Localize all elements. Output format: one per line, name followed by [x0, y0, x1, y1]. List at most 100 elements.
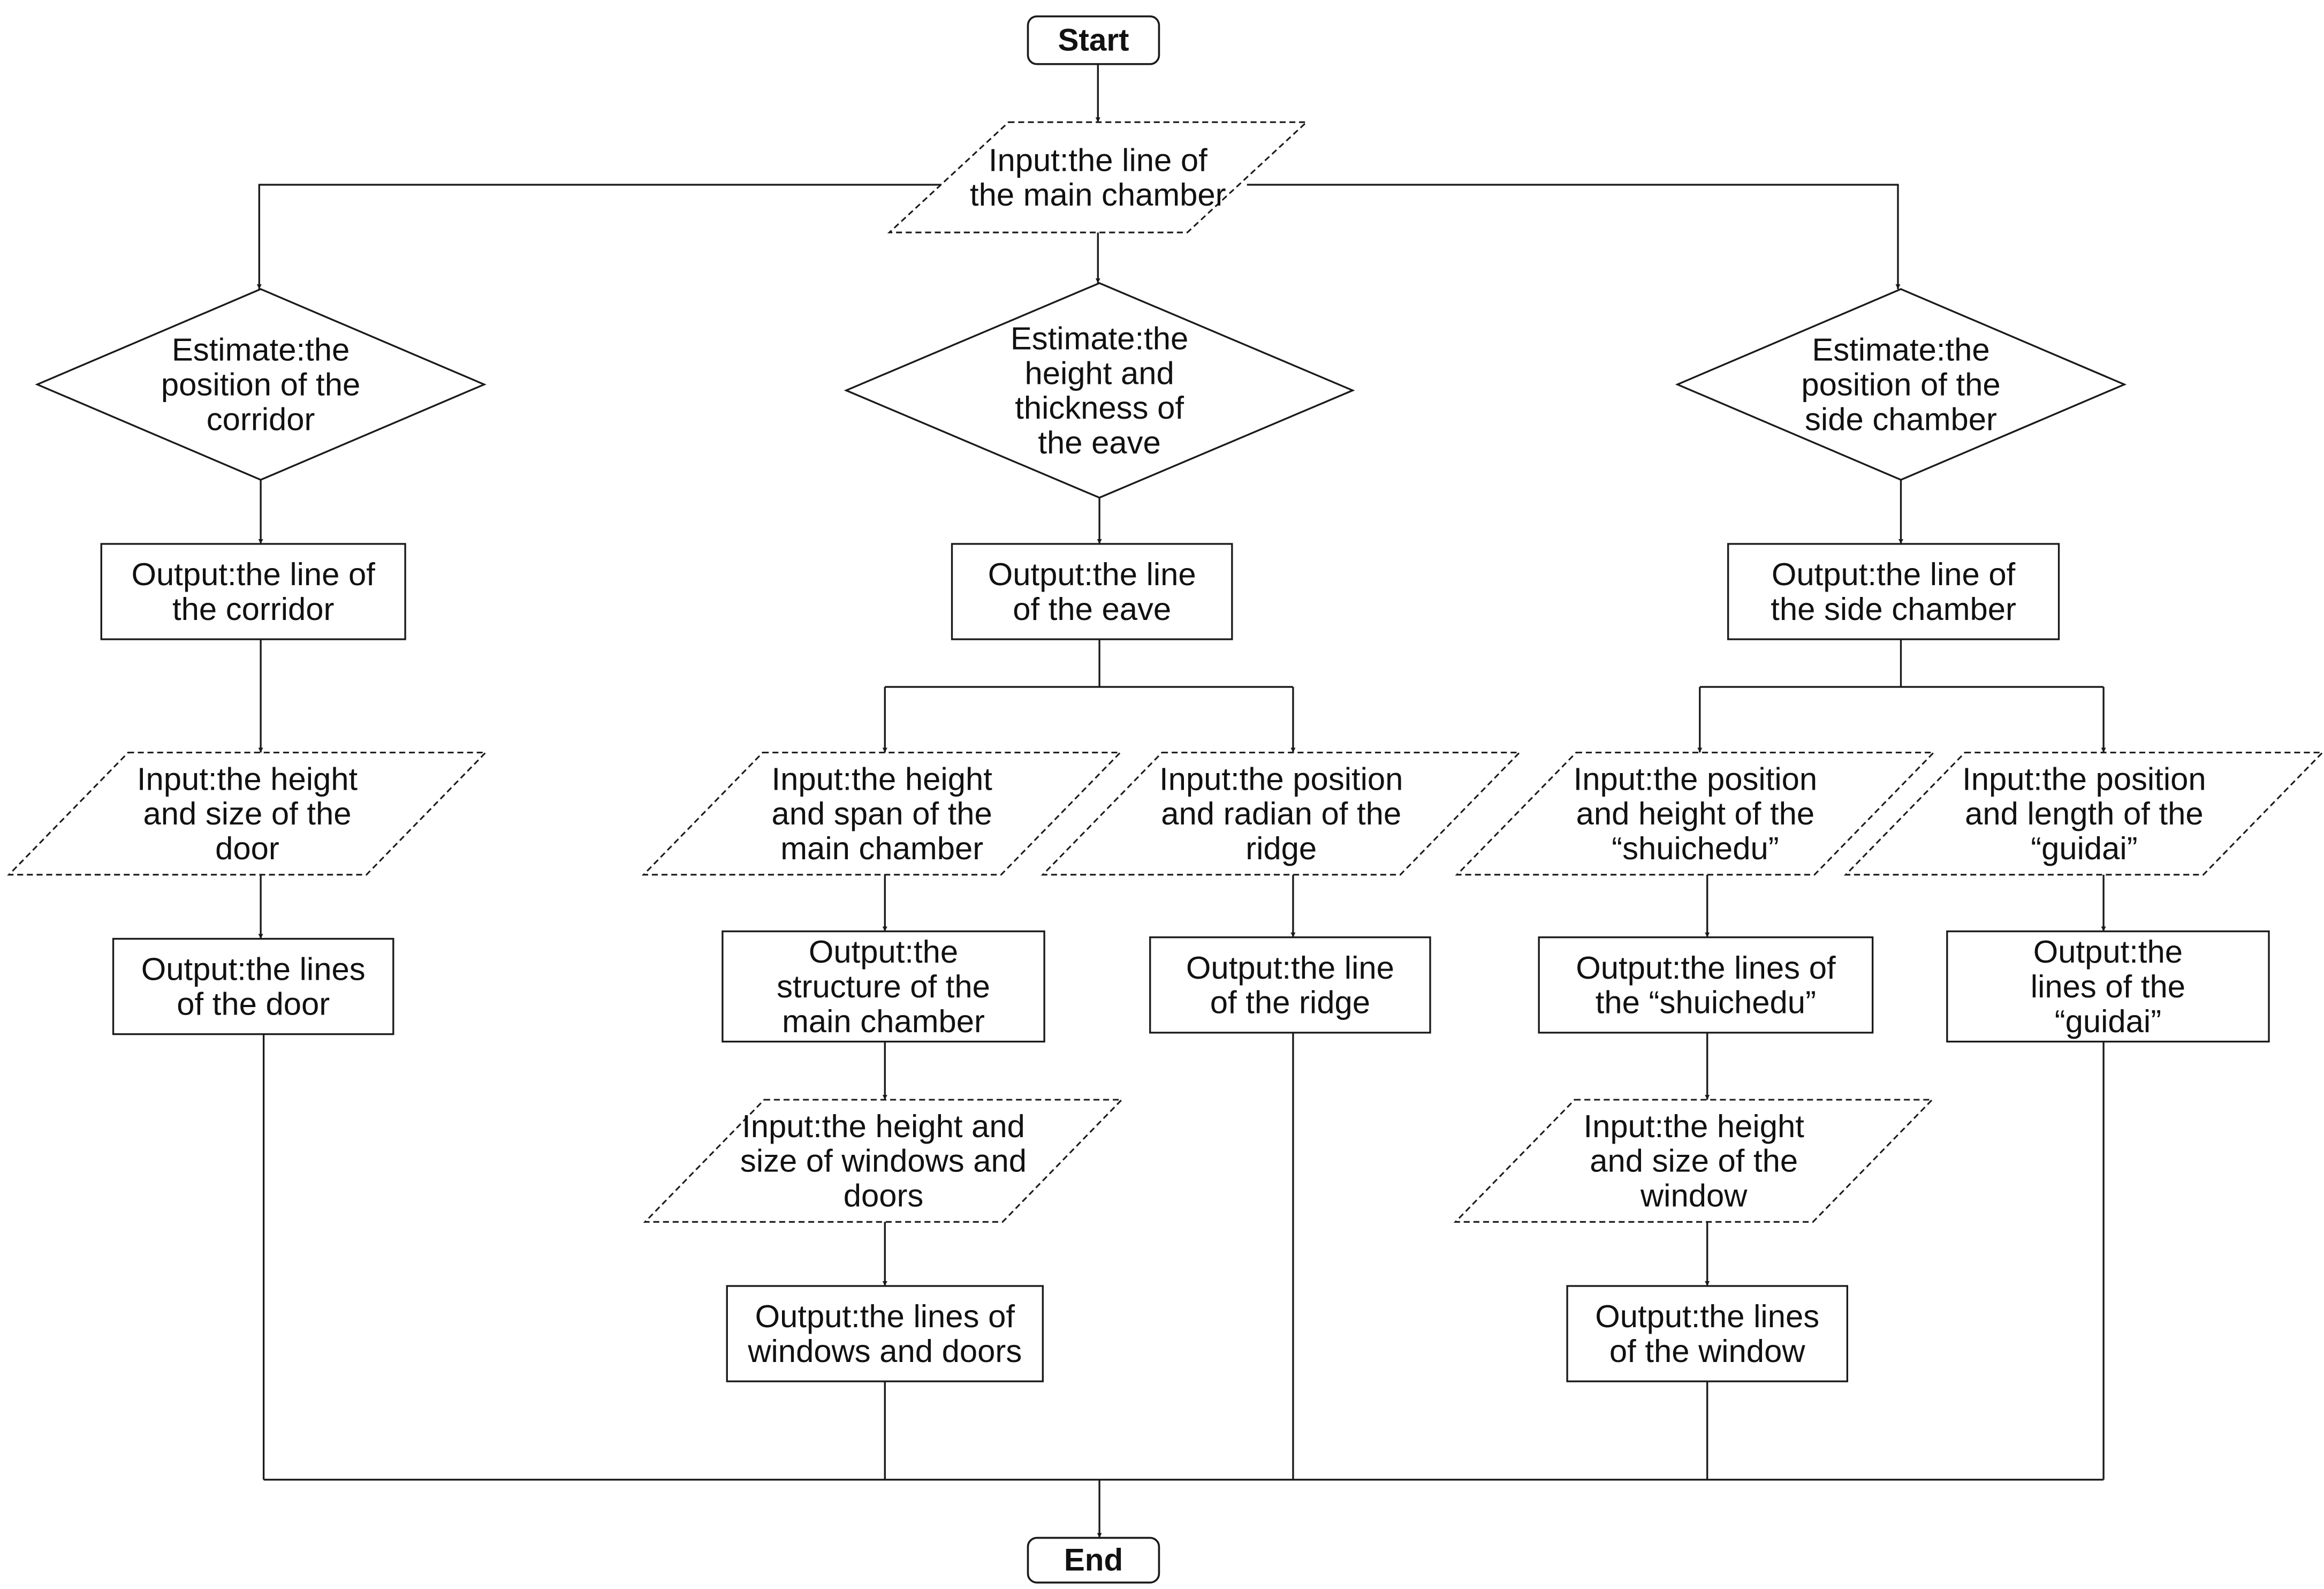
est-corridor-shape: [35, 288, 487, 481]
in-shuichedu-label: “shuichedu”: [1612, 830, 1779, 866]
in-shuichedu-shape: [1455, 752, 1936, 876]
in-main-span-label: Input:the height: [772, 761, 993, 797]
node-end: End: [1027, 1537, 1160, 1584]
out-window-shape: [1566, 1285, 1849, 1382]
in-main-span-label: and span of the: [772, 796, 992, 831]
in-windows-doors-label: Input:the height and: [742, 1108, 1025, 1144]
out-shuichedu-shape: [1538, 936, 1874, 1034]
est-corridor-label: Estimate:the: [172, 332, 350, 368]
out-eave-label: of the eave: [1013, 591, 1171, 627]
input-main-label: the main chamber: [970, 177, 1226, 213]
est-eave-shape: [844, 282, 1355, 499]
in-main-span-label: main chamber: [780, 830, 983, 866]
out-corridor-shape: [100, 543, 406, 640]
est-side-shape: [1675, 288, 2127, 481]
end-label: End: [1064, 1543, 1123, 1578]
out-shuichedu-label: Output:the lines of: [1576, 950, 1836, 986]
in-window-label: Input:the height: [1584, 1108, 1805, 1144]
in-windows-doors-label: size of windows and: [740, 1143, 1027, 1179]
in-windows-doors-label: doors: [844, 1178, 924, 1214]
out-ridge-shape: [1149, 936, 1431, 1034]
in-window-label: and size of the: [1590, 1143, 1798, 1179]
in-shuichedu-label: and height of the: [1576, 796, 1815, 831]
in-ridge-shape: [1041, 752, 1522, 876]
in-door-label: Input:the height: [137, 761, 358, 797]
out-structure-shape: [721, 930, 1045, 1043]
in-shuichedu-label: Input:the position: [1574, 761, 1817, 797]
in-guidai-label: Input:the position: [1962, 761, 2206, 797]
input-main-shape: [887, 121, 1309, 233]
in-ridge-label: Input:the position: [1159, 761, 1403, 797]
est-side-label: Estimate:the: [1812, 332, 1989, 368]
est-corridor-label: corridor: [207, 402, 315, 437]
in-main-span-shape: [641, 752, 1122, 876]
in-windows-doors-shape: [643, 1099, 1124, 1223]
in-window-shape: [1453, 1099, 1934, 1223]
start-label: Start: [1058, 23, 1129, 58]
out-guidai-label: lines of the: [2031, 968, 2185, 1004]
est-eave-label: height and: [1024, 355, 1174, 391]
out-side-label: the side chamber: [1771, 591, 2016, 627]
in-door-shape: [7, 752, 488, 876]
est-eave-label: Estimate:the: [1011, 321, 1188, 357]
out-corridor-label: Output:the line of: [131, 556, 375, 592]
est-eave-label: the eave: [1038, 425, 1160, 460]
out-guidai-label: Output:the: [2033, 934, 2183, 970]
est-side-label: position of the: [1801, 367, 2000, 403]
est-eave-label: thickness of: [1015, 390, 1184, 426]
in-ridge-label: and radian of the: [1161, 796, 1401, 831]
in-door-label: door: [215, 830, 279, 866]
out-shuichedu-label: the “shuichedu”: [1596, 985, 1816, 1020]
in-guidai-shape: [1843, 752, 2324, 876]
est-corridor-label: position of the: [161, 367, 360, 403]
edge-input-main-to-est-corridor: [256, 184, 949, 289]
out-ridge-label: Output:the line: [1186, 950, 1394, 986]
out-structure-label: structure of the: [777, 968, 990, 1004]
out-windows-doors-label: windows and doors: [747, 1333, 1022, 1369]
est-side-label: side chamber: [1805, 402, 1997, 437]
out-door-shape: [112, 937, 394, 1035]
in-guidai-label: and length of the: [1965, 796, 2204, 831]
out-door-label: Output:the lines: [141, 951, 366, 987]
in-window-label: window: [1640, 1178, 1748, 1214]
out-window-label: Output:the lines: [1595, 1298, 1819, 1334]
end-shape: [1027, 1537, 1160, 1584]
start-shape: [1027, 15, 1160, 65]
connectors: [256, 64, 2106, 1538]
in-ridge-label: ridge: [1245, 830, 1317, 866]
out-door-label: of the door: [177, 986, 330, 1022]
out-ridge-label: of the ridge: [1210, 985, 1370, 1020]
edge-input-main-to-est-side: [1247, 184, 1901, 289]
out-windows-doors-label: Output:the lines of: [755, 1298, 1015, 1334]
in-guidai-label: “guidai”: [2031, 830, 2137, 866]
input-main-label: Input:the line of: [989, 142, 1207, 178]
out-side-label: Output:the line of: [1772, 556, 2016, 592]
out-guidai-shape: [1946, 930, 2270, 1043]
out-corridor-label: the corridor: [172, 591, 334, 627]
out-eave-label: Output:the line: [988, 556, 1196, 592]
